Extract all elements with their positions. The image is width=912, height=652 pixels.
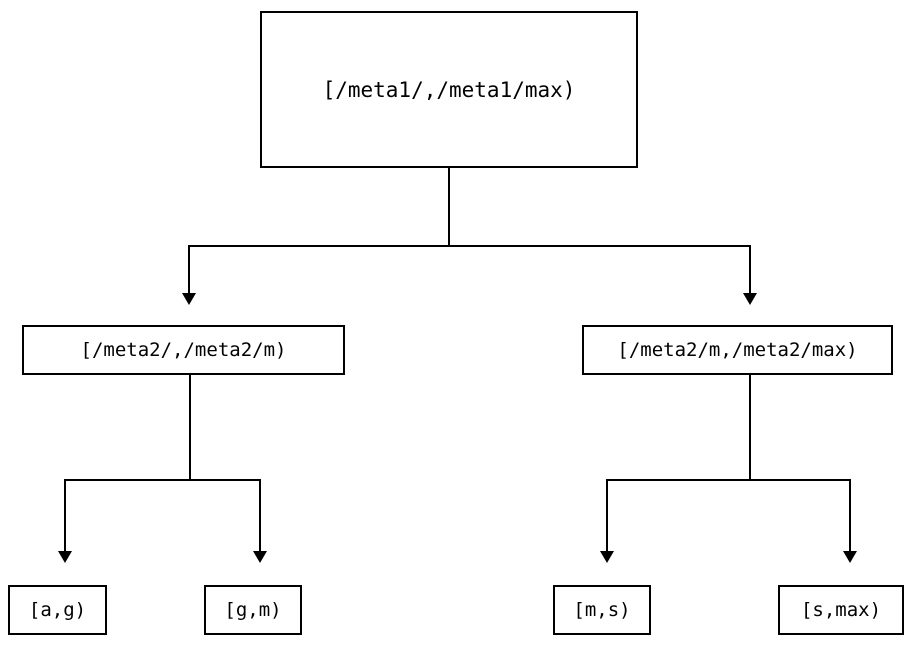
edge-mid-right-crossbar bbox=[606, 479, 851, 481]
arrowhead-down-icon-leaf-2 bbox=[253, 551, 267, 563]
edge-root-trunk bbox=[448, 168, 450, 247]
edge-mid-left-to-leaf-2 bbox=[259, 479, 261, 553]
arrowhead-down-icon-leaf-3 bbox=[600, 551, 614, 563]
edge-root-to-mid-right bbox=[749, 245, 751, 295]
edge-mid-left-to-leaf-1 bbox=[64, 479, 66, 553]
arrowhead-down-icon-leaf-4 bbox=[843, 551, 857, 563]
edge-mid-left-trunk bbox=[189, 375, 191, 481]
arrowhead-down-icon-mid-right bbox=[743, 293, 757, 305]
edge-mid-left-crossbar bbox=[64, 479, 261, 481]
tree-leaf-a-g[interactable]: [a,g) bbox=[8, 585, 107, 635]
arrowhead-down-icon-mid-left bbox=[182, 293, 196, 305]
edge-root-crossbar bbox=[188, 245, 750, 247]
tree-leaf-g-m[interactable]: [g,m) bbox=[204, 585, 302, 635]
edge-root-to-mid-left bbox=[188, 245, 190, 295]
tree-node-root-label: [/meta1/,/meta1/max) bbox=[322, 77, 576, 102]
tree-leaf-m-s-label: [m,s) bbox=[573, 599, 631, 621]
tree-node-meta2-high[interactable]: [/meta2/m,/meta2/max) bbox=[582, 325, 893, 375]
edge-mid-right-to-leaf-4 bbox=[849, 479, 851, 553]
edge-mid-right-trunk bbox=[749, 375, 751, 481]
tree-node-meta2-low[interactable]: [/meta2/,/meta2/m) bbox=[22, 325, 345, 375]
tree-leaf-a-g-label: [a,g) bbox=[28, 599, 87, 621]
tree-node-meta2-high-label: [/meta2/m,/meta2/max) bbox=[617, 339, 858, 361]
tree-leaf-s-max[interactable]: [s,max) bbox=[778, 585, 904, 635]
tree-leaf-m-s[interactable]: [m,s) bbox=[553, 585, 651, 635]
tree-leaf-g-m-label: [g,m) bbox=[224, 599, 282, 621]
tree-leaf-s-max-label: [s,max) bbox=[800, 599, 882, 621]
tree-node-root[interactable]: [/meta1/,/meta1/max) bbox=[260, 11, 638, 168]
tree-node-meta2-low-label: [/meta2/,/meta2/m) bbox=[80, 339, 287, 361]
edge-mid-right-to-leaf-3 bbox=[606, 479, 608, 553]
arrowhead-down-icon-leaf-1 bbox=[58, 551, 72, 563]
